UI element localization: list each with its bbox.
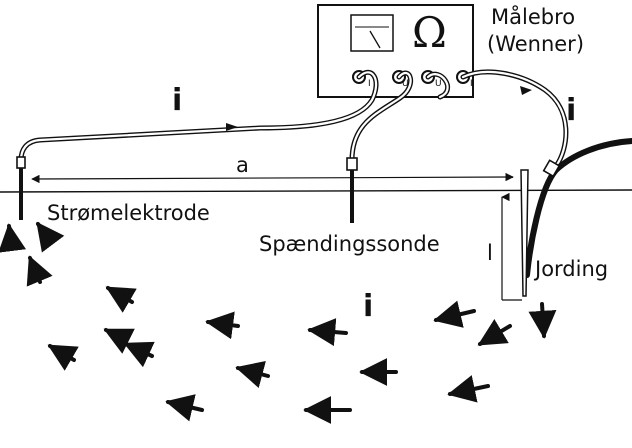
bridge-subtitle: (Wenner) xyxy=(487,32,585,56)
ground-current-arrows xyxy=(0,221,557,424)
ohm-symbol: Ω xyxy=(412,8,447,57)
current-electrode-label: Strømelektrode xyxy=(47,201,210,225)
terminal-label-2: U xyxy=(402,79,409,89)
current-label-ground: i xyxy=(363,289,374,324)
terminal-label-3: U xyxy=(435,79,442,89)
terminal-label-4: I xyxy=(470,79,473,89)
earthing-label: Jording xyxy=(535,257,609,281)
depth-label: l xyxy=(487,241,493,265)
clamp-voltage-probe xyxy=(346,157,358,171)
current-label-right: i xyxy=(566,93,577,128)
terminal-label-1: I xyxy=(368,79,371,89)
clamp-earthing xyxy=(542,159,561,178)
wire-arrow-left xyxy=(226,123,238,131)
voltage-probe-label: Spændingssonde xyxy=(259,232,440,256)
meter-needle xyxy=(369,30,381,49)
ground-surface xyxy=(0,189,632,193)
current-label-left: i xyxy=(172,83,183,118)
measuring-bridge xyxy=(317,4,474,98)
earth-conductor xyxy=(524,138,632,278)
earthing-rod xyxy=(520,169,529,297)
bridge-title: Målebro xyxy=(491,5,576,29)
clamp-current-electrode xyxy=(16,156,26,169)
spacing-dimension xyxy=(31,172,514,184)
wire-arrow-right xyxy=(520,86,532,95)
spacing-label: a xyxy=(236,153,249,177)
